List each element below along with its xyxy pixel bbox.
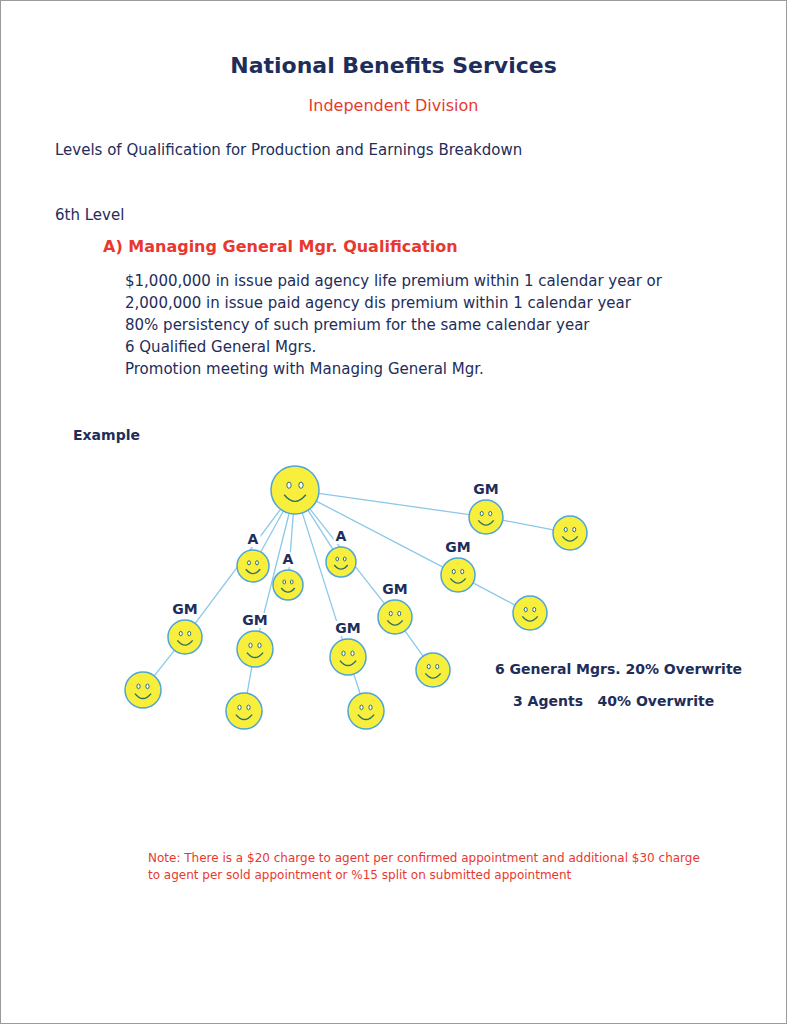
role-label: GM: [333, 621, 362, 636]
role-label: GM: [380, 582, 409, 597]
role-label: A: [334, 529, 349, 544]
member-node: [123, 670, 163, 710]
smiley-face: [376, 598, 414, 636]
footnote: Note: There is a $20 charge to agent per…: [148, 850, 708, 885]
org-connector: [503, 520, 554, 530]
org-connector: [154, 650, 174, 676]
section-heading: Levels of Qualification for Production a…: [55, 141, 522, 160]
smiley-face: [467, 498, 505, 536]
role-label: GM: [170, 602, 199, 617]
overwrite-note: 6 General Mgrs. 20% Overwrite: [495, 661, 742, 679]
requirement-line: Promotion meeting with Managing General …: [125, 360, 484, 379]
org-connector: [405, 631, 423, 656]
division-subtitle: Independent Division: [0, 96, 787, 116]
member-node: [346, 691, 386, 731]
role-label: GM: [443, 540, 472, 555]
smiley-face: [271, 568, 305, 602]
requirement-line: $1,000,000 in issue paid agency life pre…: [125, 272, 662, 291]
org-connector: [310, 509, 385, 604]
smiley-face: [235, 548, 271, 584]
member-node: [551, 514, 589, 552]
role-label: GM: [471, 482, 500, 497]
member-node: GM: [235, 629, 275, 669]
requirement-line: 6 Qualified General Mgrs.: [125, 338, 316, 357]
qualification-heading: A) Managing General Mgr. Qualification: [103, 237, 458, 257]
org-connector: [319, 493, 469, 514]
role-label: A: [281, 552, 296, 567]
example-heading: Example: [73, 427, 140, 445]
smiley-face: [328, 637, 368, 677]
smiley-face: [123, 670, 163, 710]
smiley-face: [166, 618, 204, 656]
member-node: GM: [467, 498, 505, 536]
level-heading: 6th Level: [55, 206, 124, 225]
member-node: A: [271, 568, 305, 602]
smiley-face: [346, 691, 386, 731]
smiley-face: [324, 545, 358, 579]
manager-node: GM: [269, 464, 321, 516]
page-title: National Benefits Services: [0, 52, 787, 80]
org-connector: [195, 509, 280, 623]
org-connector: [473, 583, 515, 605]
smiley-face: [511, 594, 549, 632]
org-connector: [354, 674, 361, 694]
member-node: GM: [439, 556, 477, 594]
role-label: GM: [240, 613, 269, 628]
member-node: GM: [328, 637, 368, 677]
smiley-face: [269, 464, 321, 516]
smiley-face: [551, 514, 589, 552]
member-node: [511, 594, 549, 632]
requirement-line: 80% persistency of such premium for the …: [125, 316, 590, 335]
smiley-face: [439, 556, 477, 594]
member-node: A: [324, 545, 358, 579]
requirement-line: 2,000,000 in issue paid agency dis premi…: [125, 294, 631, 313]
member-node: [414, 651, 452, 689]
member-node: A: [235, 548, 271, 584]
member-node: GM: [166, 618, 204, 656]
overwrite-note: 3 Agents 40% Overwrite: [513, 693, 714, 711]
role-label: A: [246, 532, 261, 547]
member-node: GM: [376, 598, 414, 636]
org-connector: [247, 667, 252, 694]
smiley-face: [224, 691, 264, 731]
member-node: [224, 691, 264, 731]
smiley-face: [235, 629, 275, 669]
smiley-face: [414, 651, 452, 689]
